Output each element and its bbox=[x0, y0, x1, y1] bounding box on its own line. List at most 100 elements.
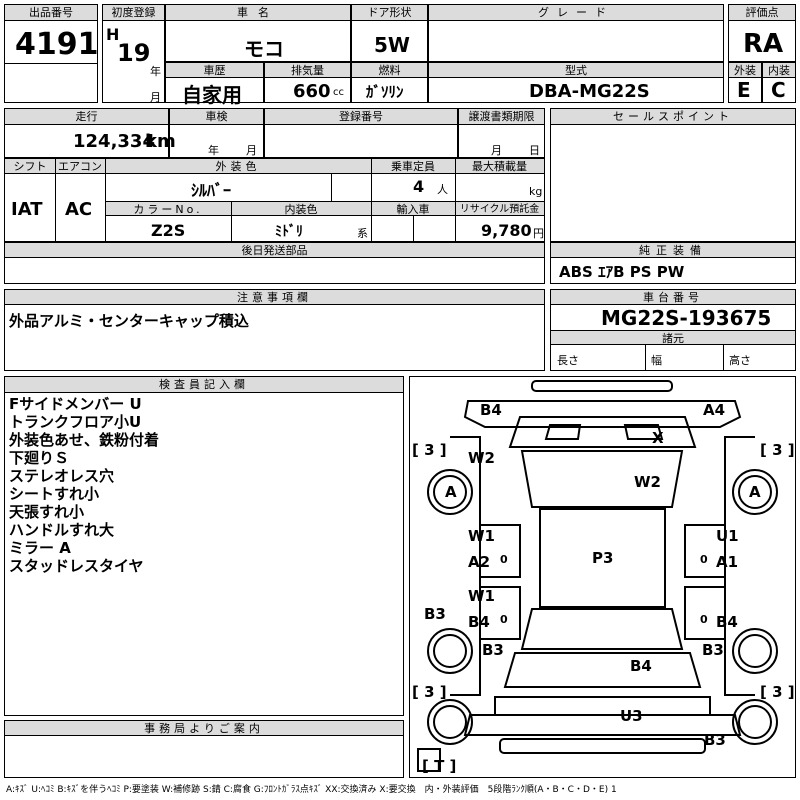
grade-label: グレード bbox=[429, 5, 723, 21]
transfer-deadline-label: 譲渡書類期限 bbox=[459, 109, 544, 125]
inspector-note: ミラー A bbox=[9, 539, 71, 557]
options-value: ABS ｴｱB PS PW bbox=[559, 263, 685, 281]
import-label: 輸入車 bbox=[371, 201, 455, 216]
transfer-deadline-cell: 譲渡書類期限 月 日 bbox=[458, 108, 545, 158]
sales-point-label: セールスポイント bbox=[551, 109, 795, 125]
mark-w2-left: W2 bbox=[468, 449, 495, 467]
inspector-notes: Fサイドメンバー U トランクフロア小U 外装色あせ、鉄粉付着 下廻りＳ ステレ… bbox=[9, 395, 159, 575]
load-unit: kg bbox=[529, 185, 543, 198]
lot-number-value: 4191 bbox=[15, 27, 99, 62]
door-value: 5W bbox=[374, 33, 410, 57]
legend-footer: A:ｷｽﾞ U:ﾍｺﾐ B:ｷｽﾞを伴うﾍｺﾐ P:要塗装 W:補修跡 S:錆 … bbox=[6, 785, 617, 795]
mark-w2-center: W2 bbox=[634, 473, 661, 491]
inspector-note: 天張すれ小 bbox=[9, 503, 85, 521]
shift-value: IAT bbox=[11, 199, 43, 220]
history-value: 自家用 bbox=[182, 83, 242, 107]
sales-point-cell: セールスポイント bbox=[550, 108, 796, 242]
fuel-value: ｶﾞｿﾘﾝ bbox=[366, 83, 404, 101]
car-name-label: 車名 bbox=[166, 5, 350, 21]
mark-b3-left-side: B3 bbox=[424, 605, 446, 623]
first-registration-cell: 初度登録 H 19 年 月 bbox=[102, 4, 165, 104]
lot-number-cell: 出品番号 4191 bbox=[4, 4, 99, 103]
ext-color-label: 外装色 bbox=[105, 159, 371, 174]
year-value: 19 bbox=[117, 39, 151, 67]
dims-label: 諸元 bbox=[551, 330, 795, 345]
interior-cell: 内装 C bbox=[762, 62, 796, 103]
chassis-cell: 車台番号 MG22S-193675 諸元 長さ 幅 高さ bbox=[550, 289, 796, 371]
mileage-cell: 走行 124,334 km bbox=[4, 108, 176, 158]
options-label: 純正装備 bbox=[551, 243, 795, 258]
mark-x-windshield: X bbox=[652, 429, 664, 447]
chassis-label: 車台番号 bbox=[551, 290, 795, 305]
bracket-3-bottom-right: [ 3 ] bbox=[760, 683, 795, 701]
mark-b4-left-rear: B4 bbox=[468, 613, 490, 631]
mark-b3-bottom: B3 bbox=[704, 731, 726, 749]
era-value: H bbox=[106, 25, 120, 44]
grade-cell: グレード bbox=[428, 4, 724, 62]
mark-b3-left-lower: B3 bbox=[482, 641, 504, 659]
inspector-note: ハンドルすれ大 bbox=[9, 521, 115, 539]
zero-left-rear: 0 bbox=[500, 613, 508, 626]
exterior-label: 外装 bbox=[729, 63, 761, 78]
recycle-unit: 円 bbox=[533, 227, 544, 240]
inspection-cell: 車検 年 月 bbox=[169, 108, 264, 158]
exterior-cell: 外装 E bbox=[728, 62, 762, 103]
registration-number-label: 登録番号 bbox=[265, 109, 457, 125]
model-label: 型式 bbox=[429, 63, 723, 78]
inspector-label: 検査員記入欄 bbox=[5, 377, 403, 393]
transfer-month-unit: 月 bbox=[491, 144, 502, 157]
history-label: 車歴 bbox=[166, 63, 263, 78]
mark-w1-left: W1 bbox=[468, 527, 495, 545]
zero-right: 0 bbox=[700, 553, 708, 566]
caution-value: 外品アルミ・センターキャップ積込 bbox=[9, 312, 249, 330]
capacity-label: 乗車定員 bbox=[371, 159, 455, 174]
later-parts-label: 後日発送部品 bbox=[5, 243, 544, 258]
score-label: 評価点 bbox=[729, 5, 795, 21]
mark-a1-right: A1 bbox=[716, 553, 739, 571]
inspector-note: 外装色あせ、鉄粉付着 bbox=[9, 431, 160, 449]
inspector-note: Fサイドメンバー U bbox=[9, 395, 142, 413]
bracket-3-top-left: [ 3 ] bbox=[412, 441, 447, 459]
mark-a-right-tire: A bbox=[749, 483, 761, 501]
car-name-value: モコ bbox=[244, 37, 284, 61]
door-label: ドア形状 bbox=[352, 5, 427, 21]
int-color-unit: 系 bbox=[357, 227, 368, 240]
mark-p3-roof: P3 bbox=[592, 549, 614, 567]
inspector-note: スタッドレスタイヤ bbox=[9, 557, 144, 575]
chassis-value: MG22S-193675 bbox=[601, 306, 772, 330]
mark-b3-right-lower: B3 bbox=[702, 641, 724, 659]
mark-u3-bottom: U3 bbox=[620, 707, 643, 725]
inspection-year-unit: 年 bbox=[208, 144, 219, 157]
recycle-value: 9,780 bbox=[481, 221, 532, 240]
score-value: RA bbox=[743, 29, 784, 59]
inspector-cell: 検査員記入欄 Fサイドメンバー U トランクフロア小U 外装色あせ、鉄粉付着 下… bbox=[4, 376, 404, 716]
length-label: 長さ bbox=[557, 354, 579, 367]
caution-label: 注意事項欄 bbox=[5, 290, 544, 305]
car-name-cell: 車名 モコ bbox=[165, 4, 351, 62]
fuel-cell: 燃料 ｶﾞｿﾘﾝ bbox=[351, 62, 428, 103]
lot-number-label: 出品番号 bbox=[5, 5, 97, 21]
mileage-value: 124,334 bbox=[73, 131, 155, 152]
mark-w1-left-rear: W1 bbox=[468, 587, 495, 605]
bracket-t: [ T ] bbox=[422, 757, 457, 775]
ac-label: エアコン bbox=[55, 159, 105, 174]
year-unit: 年 bbox=[150, 65, 161, 78]
caution-cell: 注意事項欄 外品アルミ・センターキャップ積込 bbox=[4, 289, 545, 371]
registration-number-cell: 登録番号 bbox=[264, 108, 458, 158]
mark-u1-right: U1 bbox=[716, 527, 739, 545]
bracket-3-top-right: [ 3 ] bbox=[760, 441, 795, 459]
transfer-day-unit: 日 bbox=[529, 144, 540, 157]
mark-b4-center-rear: B4 bbox=[630, 657, 652, 675]
inspector-note: シートすれ小 bbox=[9, 485, 100, 503]
mark-a4-front-right: A4 bbox=[703, 401, 726, 419]
first-registration-label: 初度登録 bbox=[103, 5, 164, 21]
ac-value: AC bbox=[65, 199, 93, 220]
model-cell: 型式 DBA-MG22S bbox=[428, 62, 724, 103]
width-label: 幅 bbox=[651, 354, 662, 367]
shift-label: シフト bbox=[5, 159, 55, 174]
later-parts-cell: 後日発送部品 bbox=[4, 242, 545, 284]
car-diagram: B4 A4 X [ 3 ] [ 3 ] W2 W2 A A W1 U1 A2 0… bbox=[409, 376, 796, 778]
history-cell: 車歴 自家用 bbox=[165, 62, 264, 107]
mark-b4-front-left: B4 bbox=[480, 401, 502, 419]
load-label: 最大積載量 bbox=[455, 159, 544, 174]
